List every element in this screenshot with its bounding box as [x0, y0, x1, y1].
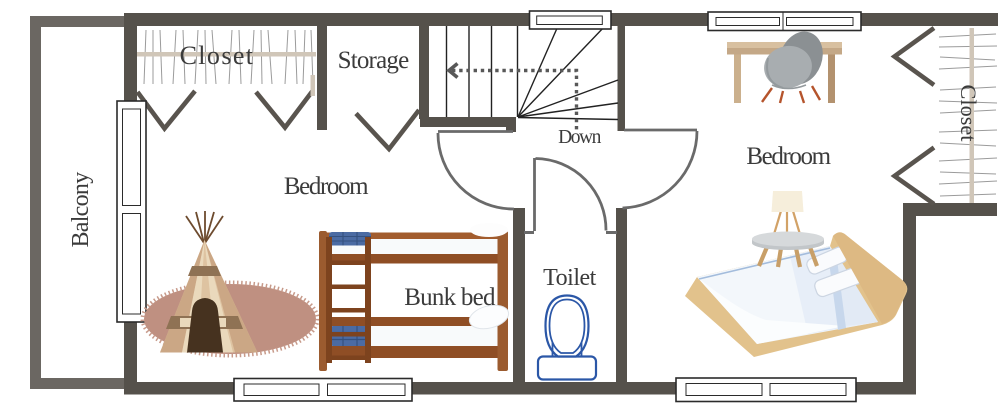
- svg-text:Closet: Closet: [956, 85, 981, 143]
- svg-text:Balcony: Balcony: [68, 172, 94, 248]
- svg-text:Bedroom: Bedroom: [746, 143, 831, 170]
- svg-text:Storage: Storage: [338, 47, 409, 74]
- svg-text:Bedroom: Bedroom: [284, 173, 369, 200]
- svg-text:Bunk bed: Bunk bed: [404, 284, 496, 311]
- svg-text:Down: Down: [558, 127, 601, 148]
- svg-text:Closet: Closet: [180, 41, 255, 70]
- svg-text:Toilet: Toilet: [543, 265, 596, 291]
